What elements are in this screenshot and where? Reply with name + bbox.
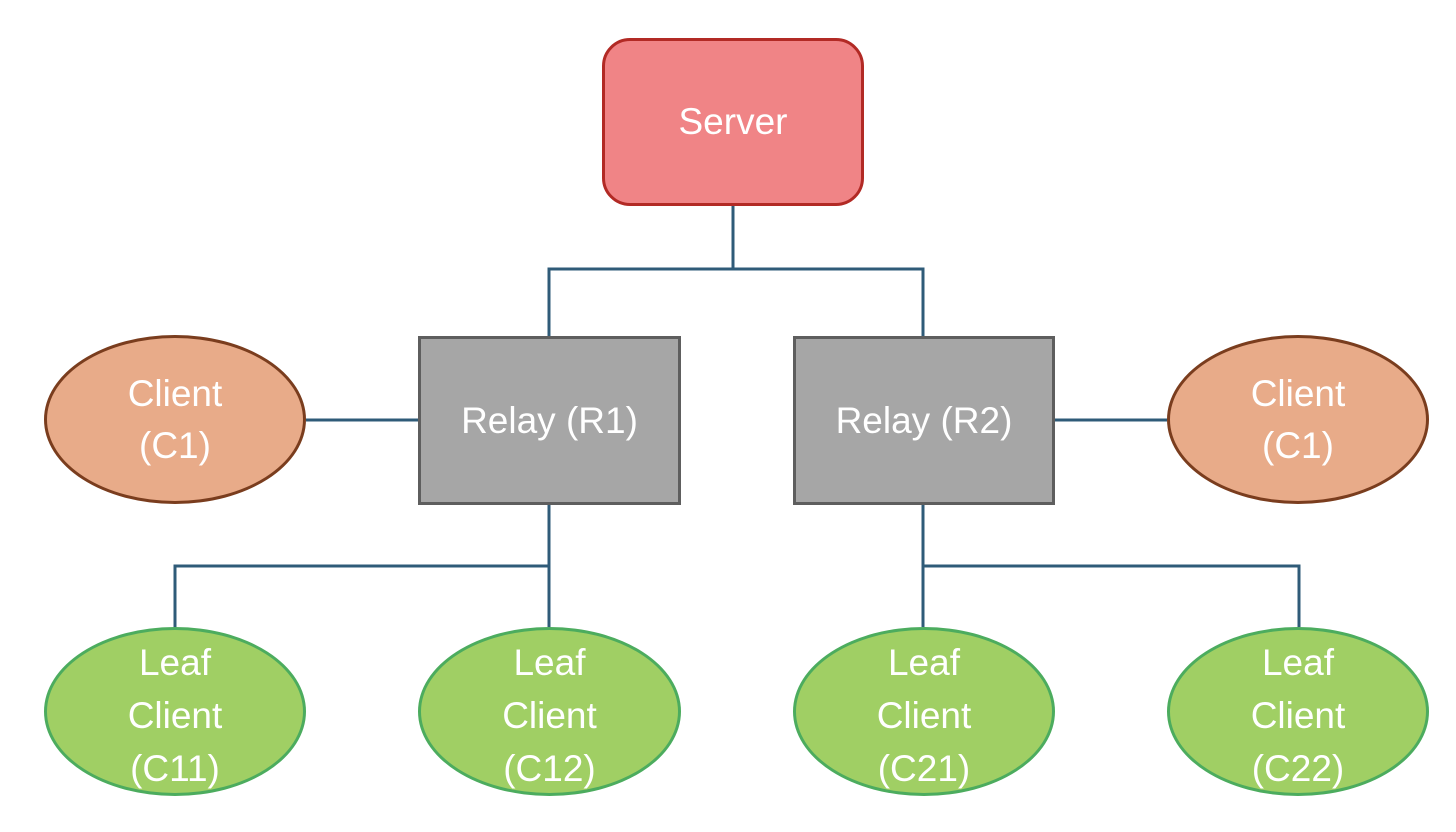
leaf-client-c22-node: Leaf Client (C22) — [1167, 627, 1429, 796]
server-node: Server — [602, 38, 864, 206]
leaf-c22-label-line2: Client — [1250, 694, 1346, 736]
leaf-client-c21-node: Leaf Client (C21) — [793, 627, 1055, 796]
client-left-label-line1: Client — [127, 372, 223, 414]
server-label: Server — [678, 101, 788, 143]
leaf-c11-label-line2: Client — [127, 694, 223, 736]
connector-r1-leaf-bus — [173, 564, 551, 627]
leaf-c22-label-line3: (C22) — [1251, 748, 1345, 790]
relay-r1-label: Relay (R1) — [461, 399, 638, 441]
client-right-label-line1: Client — [1250, 372, 1346, 414]
leaf-client-c12-node: Leaf Client (C12) — [418, 627, 681, 796]
leaf-c11-label-line1: Leaf — [138, 641, 211, 683]
leaf-c12-label-line1: Leaf — [513, 641, 586, 683]
client-c1-right-node: Client (C1) — [1167, 335, 1429, 504]
leaf-c11-label-line3: (C11) — [130, 748, 220, 790]
leaf-c21-label-line3: (C21) — [877, 748, 971, 790]
client-right-label-line2: (C1) — [1262, 424, 1334, 466]
connector-r2-leaf-bus — [921, 564, 1301, 627]
leaf-c21-label-line2: Client — [876, 694, 972, 736]
leaf-c21-label-line1: Leaf — [887, 641, 960, 683]
client-c1-left-node: Client (C1) — [44, 335, 306, 504]
relay-r2-node: Relay (R2) — [793, 336, 1055, 505]
leaf-c12-label-line3: (C12) — [503, 748, 596, 790]
leaf-client-c11-node: Leaf Client (C11) — [44, 627, 306, 796]
client-left-label-line2: (C1) — [139, 424, 211, 466]
connector-relay-bus — [547, 267, 925, 336]
leaf-c12-label-line2: Client — [502, 694, 597, 736]
relay-r1-node: Relay (R1) — [418, 336, 681, 505]
leaf-c22-label-line1: Leaf — [1261, 641, 1334, 683]
relay-r2-label: Relay (R2) — [835, 399, 1013, 441]
